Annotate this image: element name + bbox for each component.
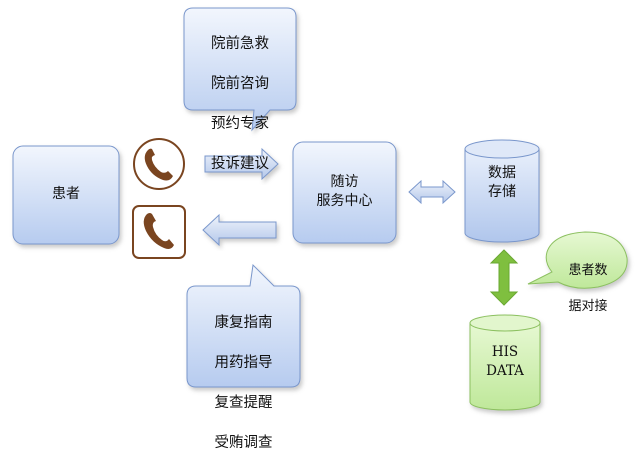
callout-bottom-item: 康复指南	[214, 315, 273, 331]
callout-top-shape	[183, 7, 297, 132]
storage-label: 数据 存储	[488, 165, 516, 200]
callout-bottom-item: 复查提醒	[214, 395, 273, 411]
callout-top-item: 院前咨询	[211, 76, 269, 92]
callout-right-shape	[527, 231, 628, 289]
his-label: HIS DATA	[486, 344, 524, 379]
callout-bottom-item: 用药指导	[214, 355, 273, 371]
storage-cylinder	[464, 139, 540, 243]
arrow-to-patient	[202, 213, 277, 247]
callout-right-text: 患者数 据对接	[556, 244, 620, 334]
callout-top-text: 院前急救 院前咨询 预约专家 投诉建议	[184, 14, 296, 194]
callout-top-item: 院前急救	[211, 36, 269, 52]
service-center-label: 随访 服务中心	[316, 174, 373, 209]
arrow-to-center	[204, 147, 279, 181]
patient-label: 患者	[52, 186, 80, 202]
callout-bottom-item: 受贿调查	[214, 435, 273, 451]
callout-bottom-text: 康复指南 用药指导 复查提醒 受贿调查	[187, 293, 300, 473]
callout-right-item: 据对接	[568, 299, 608, 314]
callout-bottom-shape	[186, 263, 301, 388]
patient-box	[12, 145, 120, 245]
callout-top-item: 投诉建议	[211, 156, 269, 172]
service-center-box	[292, 141, 397, 244]
green-double-arrow	[489, 249, 519, 306]
double-arrow-storage	[408, 179, 456, 205]
callout-right-item: 患者数	[568, 263, 608, 278]
his-cylinder	[469, 314, 541, 411]
callout-top-item: 预约专家	[211, 116, 269, 132]
diagram-canvas	[12, 7, 628, 411]
phone-square-icon	[132, 205, 186, 259]
phone-circle-icon	[133, 138, 185, 190]
